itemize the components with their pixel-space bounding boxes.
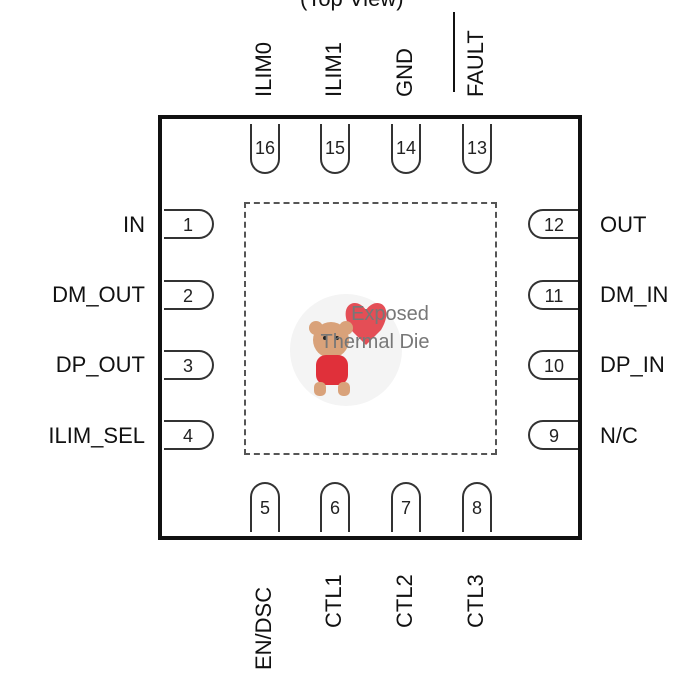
exposed-pad-line2: Thermal Die xyxy=(320,331,430,353)
view-label: (Top View) xyxy=(300,0,404,12)
pin-1: 1 xyxy=(164,209,214,239)
pin-4: 4 xyxy=(164,420,214,450)
pin-label-dm-in: DM_IN xyxy=(600,282,669,307)
pin-label-dp-in: DP_IN xyxy=(600,352,665,377)
pin-10: 10 xyxy=(528,350,578,380)
pin-label-ilim-sel: ILIM_SEL xyxy=(48,423,145,448)
pin-label-in: IN xyxy=(123,212,145,237)
exposed-pad-label: Exposed Thermal Die xyxy=(300,300,450,356)
pin-14: 14 xyxy=(391,124,421,174)
pin-label-ilim1: ILIM1 xyxy=(321,41,346,97)
pin-label-dm-out: DM_OUT xyxy=(52,282,145,307)
pin-5: 5 xyxy=(250,482,280,532)
pin-7: 7 xyxy=(391,482,421,532)
pin-16: 16 xyxy=(250,124,280,174)
pin-label-out: OUT xyxy=(600,212,647,237)
pin-8: 8 xyxy=(462,482,492,532)
pin-13: 13 xyxy=(462,124,492,174)
pin-label-en-dsc: EN/DSC xyxy=(251,586,276,670)
pin-label-nc: N/C xyxy=(600,423,638,448)
pin-label-dp-out: DP_OUT xyxy=(55,352,145,377)
pin-6: 6 xyxy=(320,482,350,532)
pin-2: 2 xyxy=(164,280,214,310)
pin-3: 3 xyxy=(164,350,214,380)
teddy-bear-sticker xyxy=(290,294,402,406)
fault-active-low-bar xyxy=(453,12,455,92)
pin-11: 11 xyxy=(528,280,578,310)
pin-9: 9 xyxy=(528,420,578,450)
pin-label-ilim0: ILIM0 xyxy=(251,41,276,97)
pin-label-ctl1: CTL1 xyxy=(321,574,346,628)
pin-15: 15 xyxy=(320,124,350,174)
pin-label-fault: FAULT xyxy=(463,30,488,97)
pin-label-ctl2: CTL2 xyxy=(392,574,417,628)
pin-label-gnd: GND xyxy=(392,48,417,97)
pin-label-ctl3: CTL3 xyxy=(463,574,488,628)
exposed-pad-line1: Exposed xyxy=(351,303,429,325)
pin-12: 12 xyxy=(528,209,578,239)
exposed-thermal-pad xyxy=(244,202,497,455)
